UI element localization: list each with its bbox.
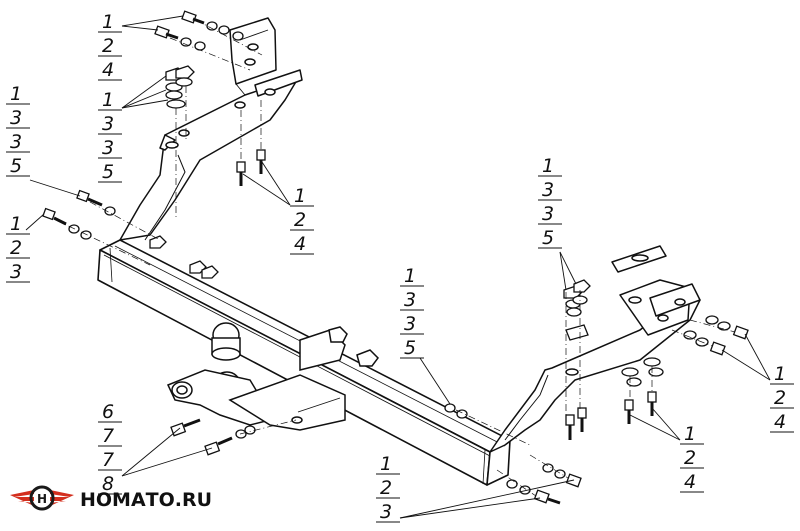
callout-digit: 2: [294, 209, 306, 231]
callout-digit: 1: [774, 363, 786, 385]
logo-text: НОМАТО.RU: [80, 489, 212, 511]
logo: H НОМАТО.RU: [10, 485, 212, 511]
callout-upper-right-bolts: 124: [290, 185, 314, 255]
callout-digit: 3: [10, 261, 22, 283]
callout-digit: 2: [684, 447, 696, 469]
callout-digit: 3: [102, 137, 114, 159]
right-mounting-bracket: [489, 245, 701, 453]
callout-digit: 5: [102, 161, 114, 183]
callout-digit: 4: [774, 411, 786, 433]
callout-digit: 1: [380, 453, 392, 475]
callout-digit: 2: [102, 35, 114, 57]
callout-digit: 1: [10, 83, 22, 105]
left-mounting-bracket: [119, 17, 303, 241]
callout-right-bottom: 124: [770, 363, 794, 433]
callout-digit: 5: [10, 155, 22, 177]
callout-digit: 2: [774, 387, 786, 409]
callout-digit: 5: [542, 227, 554, 249]
callout-digit: 8: [102, 473, 114, 495]
callout-digit: 1: [404, 265, 416, 287]
callout-digit: 1: [542, 155, 554, 177]
callout-digit: 3: [10, 131, 22, 153]
callout-digit: 7: [102, 425, 114, 447]
callout-digit: 1: [684, 423, 696, 445]
callout-digit: 6: [102, 401, 114, 423]
callout-digit: 5: [404, 337, 416, 359]
callout-digit: 4: [102, 59, 114, 81]
callout-digit: 4: [684, 471, 696, 493]
callout-digit: 1: [294, 185, 306, 207]
callout-bottom-right-bolts: 124: [680, 423, 704, 493]
callout-digit: 1: [102, 11, 114, 33]
callout-digit: 3: [380, 501, 392, 523]
callout-digit: 3: [10, 107, 22, 129]
fastener-parts: [42, 10, 749, 505]
callout-digit: 3: [404, 313, 416, 335]
svg-text:H: H: [37, 492, 47, 506]
callout-digit: 3: [102, 113, 114, 135]
callout-digit: 2: [10, 237, 22, 259]
callout-digit: 1: [10, 213, 22, 235]
alignment-lines: [55, 19, 736, 497]
callout-left-small: 123: [6, 213, 30, 283]
callout-tl-top: 124: [98, 11, 122, 81]
callout-digit: 4: [294, 233, 306, 255]
callout-bottom-center: 123: [376, 453, 400, 523]
leader-lines: [25, 15, 771, 519]
callout-digit: 1: [102, 89, 114, 111]
callout-digit: 7: [102, 449, 114, 471]
wing-emblem-icon: H: [10, 485, 74, 511]
tow-ball-assembly: [166, 322, 379, 431]
callout-digit: 3: [542, 179, 554, 201]
callout-digit: 2: [380, 477, 392, 499]
callout-digit: 3: [542, 203, 554, 225]
callout-digit: 3: [404, 289, 416, 311]
